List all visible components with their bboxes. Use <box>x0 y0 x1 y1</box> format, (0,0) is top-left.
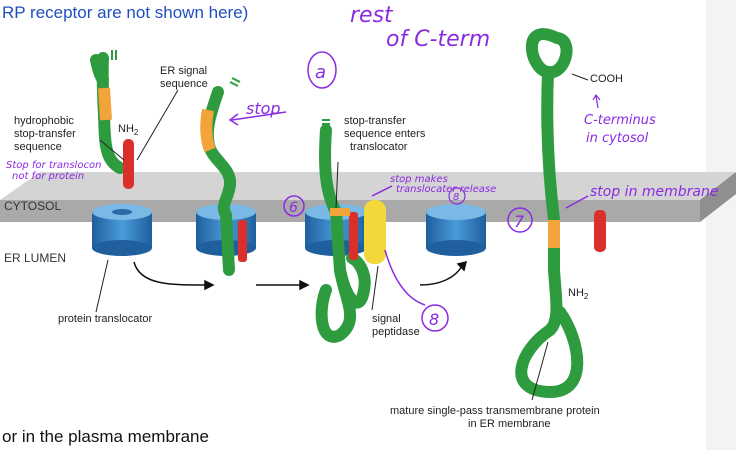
signal-peptidase-label-2: peptidase <box>372 326 420 338</box>
annotation-num-6: 6 <box>289 200 298 216</box>
hydrophobic-label-2: stop-transfer <box>14 128 76 140</box>
hydrophobic-label-1: hydrophobic <box>14 115 74 127</box>
annotation-circle-8-small <box>448 187 466 205</box>
mature-protein <box>515 28 606 398</box>
annotation-c-terminus-1: C-terminus <box>584 113 656 128</box>
slide-text-top: RP receptor are not shown here) <box>2 3 248 22</box>
slide-edge <box>706 0 736 450</box>
annotation-stop-label: stop <box>246 99 281 118</box>
annotation-c-terminus-2: in cytosol <box>586 131 649 146</box>
er-signal-label-2: sequence <box>160 78 208 90</box>
leader-lines <box>95 89 549 401</box>
stop-transfer-label-2: sequence enters <box>344 128 426 140</box>
handwritten-annotations: Stop for translocon not for protein stop… <box>6 3 719 332</box>
signal-terminus-marks-1 <box>111 50 117 60</box>
er-lumen-label: ER LUMEN <box>4 251 66 265</box>
signal-peptidase-label-1: signal <box>372 313 401 325</box>
nh2-top-label: NH2 <box>118 123 139 137</box>
mature-protein-label-1: mature single-pass transmembrane protein <box>390 405 600 417</box>
protein-chain-3 <box>315 124 371 343</box>
annotation-top-scribble-1: rest <box>350 3 394 28</box>
stop-transfer-segment-2 <box>238 220 247 262</box>
stop-transfer-label-3: translocator <box>350 141 408 153</box>
signal-terminus-marks-3 <box>322 119 330 125</box>
annotation-circle-7 <box>507 207 533 233</box>
hydrophobic-label-3: sequence <box>14 141 62 153</box>
annotation-num-8: 8 <box>429 310 439 329</box>
signal-terminus-marks-2 <box>229 77 241 87</box>
annotation-circle-a <box>307 51 337 89</box>
protein-translocator-label: protein translocator <box>58 313 152 325</box>
slide-text-bottom: or in the plasma membrane <box>2 427 209 446</box>
process-arrows <box>133 260 468 291</box>
annotation-circle-6 <box>283 195 305 217</box>
annotation-num-8-small: 8 <box>453 192 459 203</box>
annotation-stop-translocon-2: not for protein <box>12 171 84 182</box>
protein-chain-2 <box>200 86 247 276</box>
protein-chain-1 <box>90 52 134 189</box>
stop-transfer-segment-1 <box>123 139 134 189</box>
stop-transfer-segment-3 <box>349 212 358 260</box>
nh2-bottom-label: NH2 <box>568 287 589 301</box>
translocator-1 <box>92 204 152 256</box>
annotation-stop-translocon-1: Stop for translocon <box>6 160 101 171</box>
stop-transfer-label-1: stop-transfer <box>344 115 406 127</box>
annotation-top-scribble-2: of C-term <box>386 27 490 52</box>
annotation-stop-makes-2: translocater release <box>396 184 496 195</box>
annotation-stop-in-membrane: stop in membrane <box>590 184 719 200</box>
signal-peptidase <box>364 200 386 264</box>
annotation-circle-8 <box>421 304 449 332</box>
annotation-circle-a-text: a <box>315 62 326 83</box>
er-signal-label-1: ER signal <box>160 65 207 77</box>
cooh-leader <box>571 73 589 81</box>
translocator-4 <box>426 204 486 256</box>
annotation-stop-makes-1: stop makes <box>390 174 448 185</box>
cytosol-label: CYTOSOL <box>4 199 61 213</box>
mature-protein-label-2: in ER membrane <box>468 418 551 430</box>
cooh-label: COOH <box>590 73 623 85</box>
annotation-num-7: 7 <box>514 212 525 231</box>
annotation-stop-arrow <box>231 111 287 121</box>
